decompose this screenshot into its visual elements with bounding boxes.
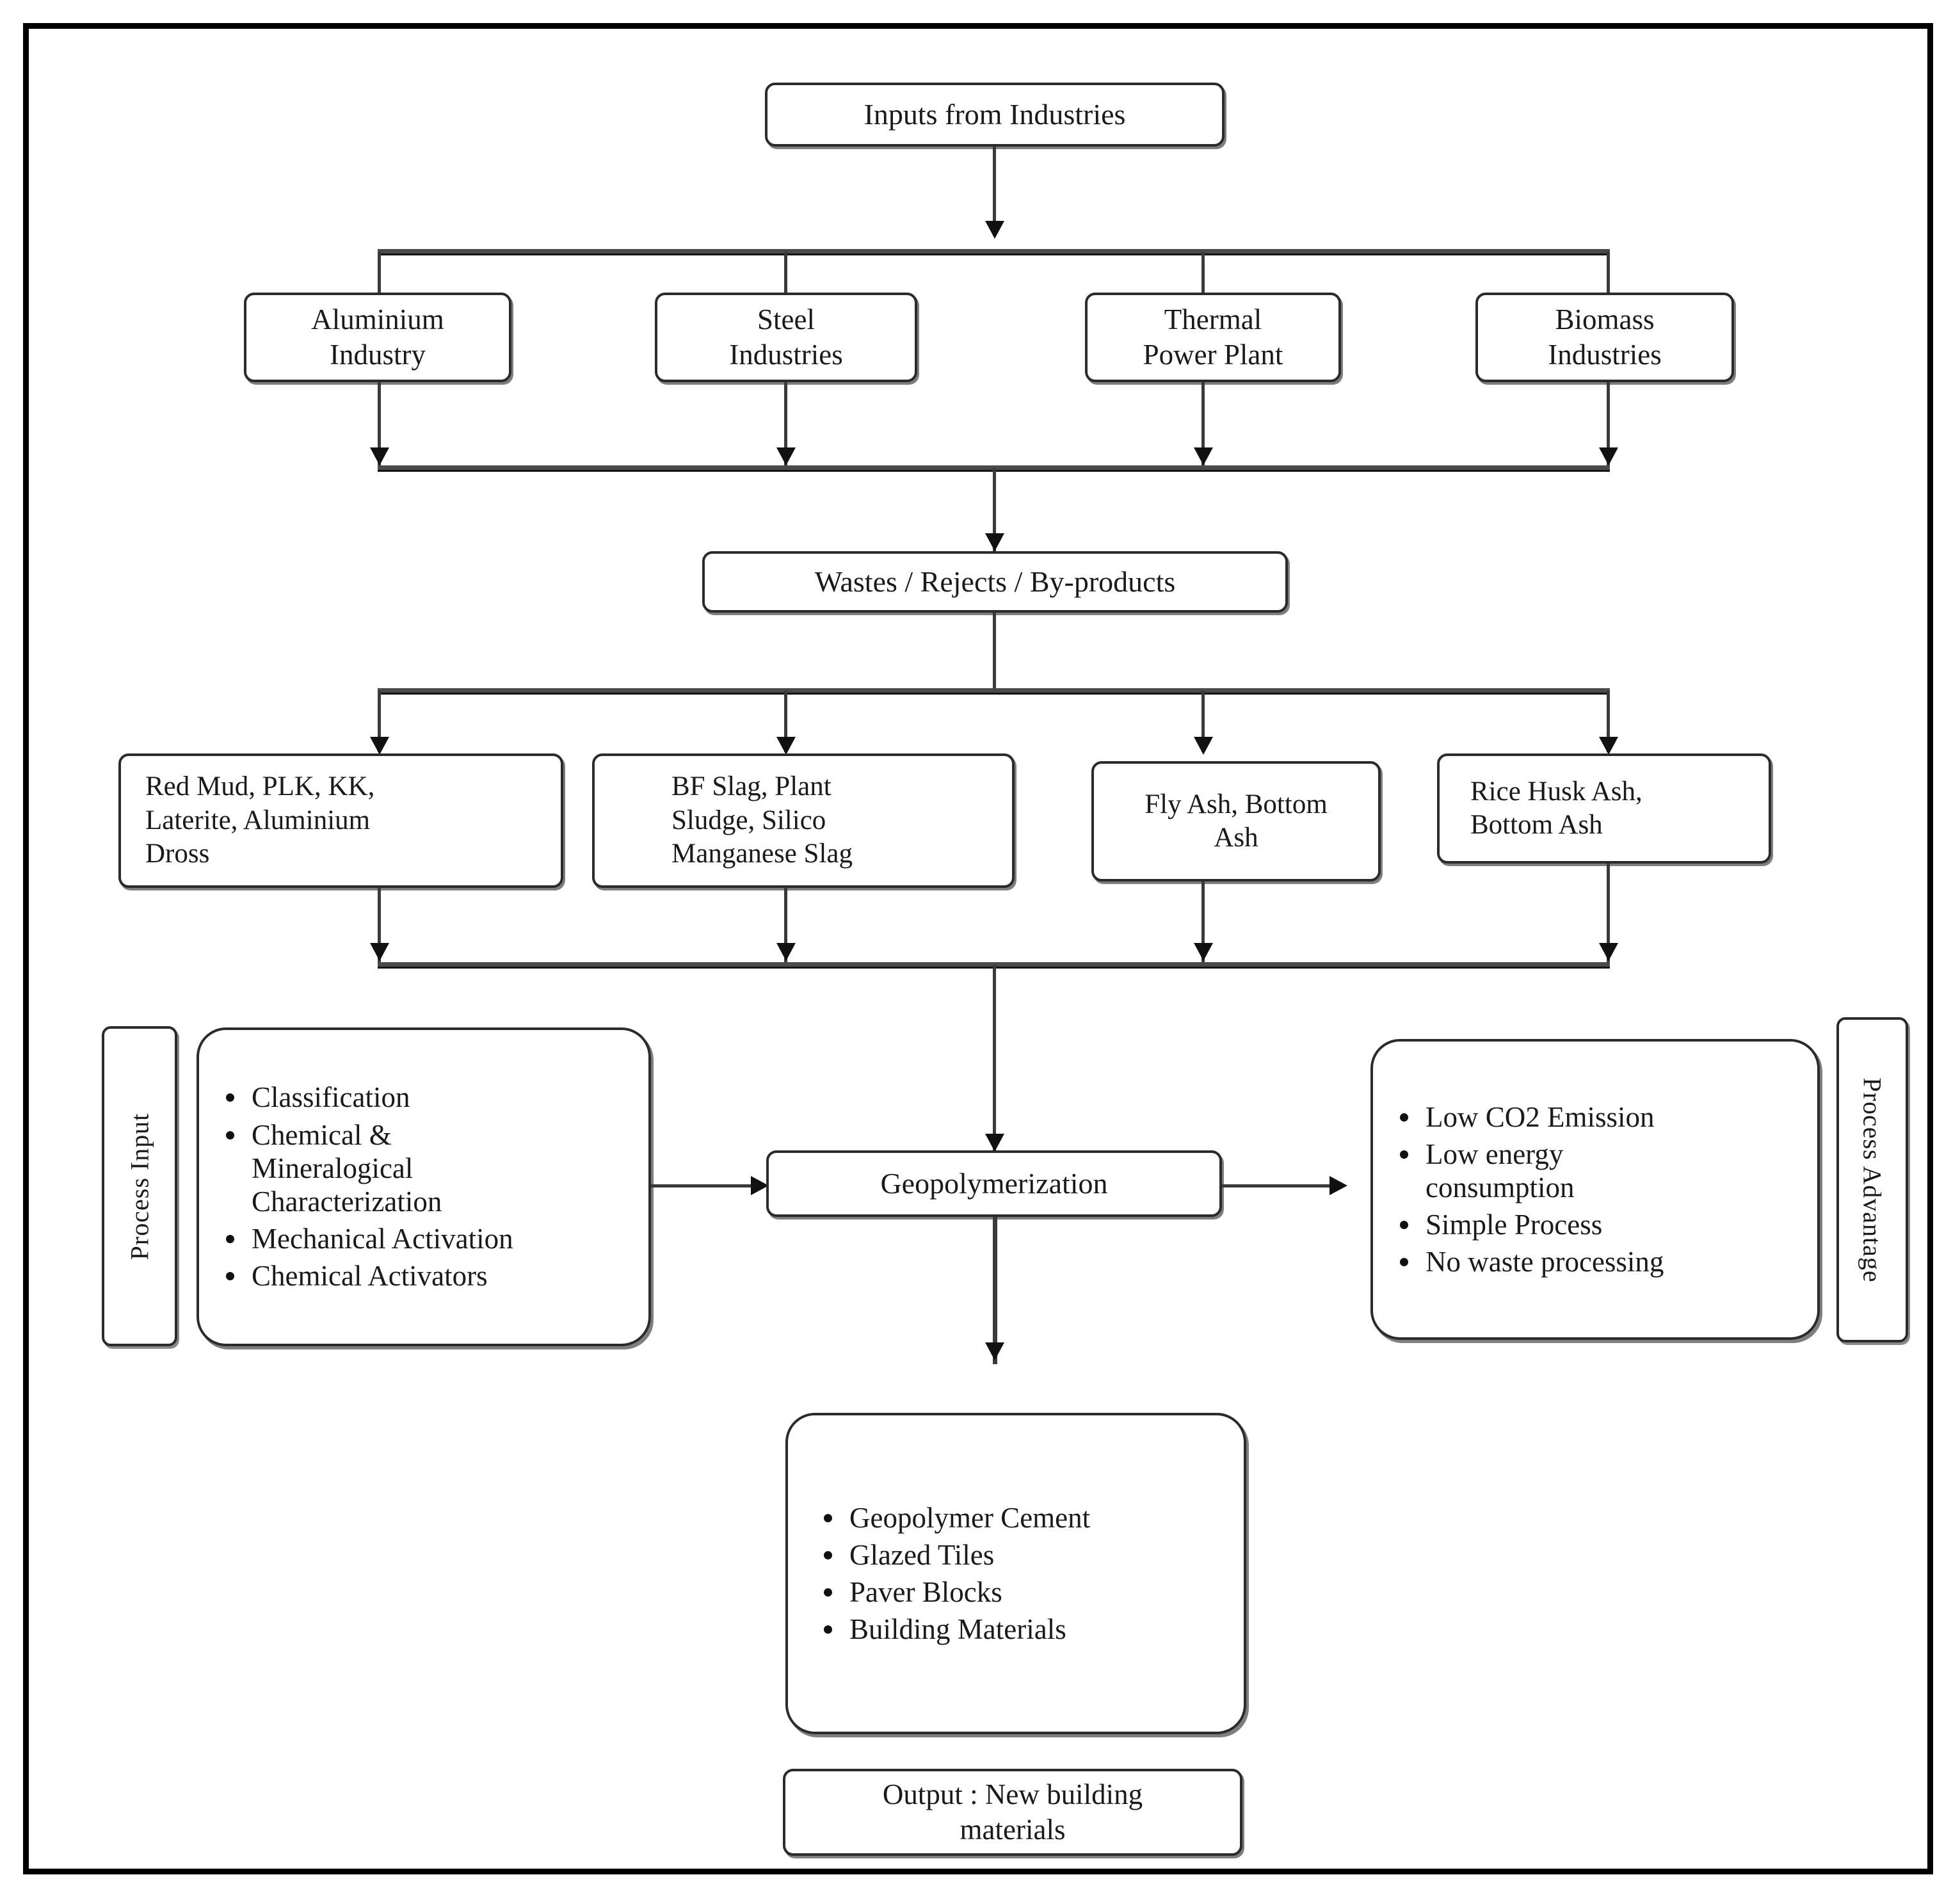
node-waste-rice-husk-ash[interactable]: Rice Husk Ash,Bottom Ash	[1437, 753, 1771, 864]
connector-inputs-to-bus	[993, 147, 996, 232]
products-item-glazed-tiles[interactable]: Glazed Tiles	[824, 1538, 1232, 1572]
connector-split-to-ricehuskash	[1607, 691, 1610, 752]
connector-split-to-bfslag	[784, 691, 787, 752]
connector-bus-to-aluminium	[378, 252, 381, 318]
side-label-process-advantage-text: Process Advantage	[1858, 1077, 1887, 1283]
products-item-geopolymer-cement[interactable]: Geopolymer Cement	[824, 1501, 1232, 1534]
process-input-item-mechanical-activation[interactable]: Mechanical Activation	[226, 1222, 637, 1255]
connector-bus-to-steel	[784, 252, 787, 318]
connector-bfslag-to-merge	[784, 888, 787, 962]
connector-merge-to-geopolymerization	[993, 965, 996, 1155]
bus-waste-collection	[378, 465, 1610, 470]
arrow-split-to-ricehuskash	[1599, 737, 1618, 755]
arrow-thermal-to-collect	[1194, 447, 1213, 465]
arrow-redmud-to-merge	[370, 943, 389, 961]
node-inputs-from-industries[interactable]: Inputs from Industries	[765, 83, 1225, 147]
connector-collect-to-wastes	[993, 468, 996, 552]
connector-bus-to-thermal	[1201, 252, 1205, 318]
arrow-split-to-flyash	[1194, 737, 1213, 755]
arrow-steel-to-collect	[776, 447, 796, 465]
process-input-item-chemical-activators[interactable]: Chemical Activators	[226, 1259, 637, 1292]
bus-waste-split	[378, 688, 1610, 693]
bus-industry-distribution	[378, 249, 1610, 254]
connector-redmud-to-merge	[378, 888, 381, 962]
side-label-process-input-text: Process Input	[125, 1113, 154, 1260]
arrow-split-to-bfslag	[776, 737, 796, 755]
connector-geopolymerization-to-products	[993, 1217, 997, 1364]
node-products[interactable]: Geopolymer Cement Glazed Tiles Paver Blo…	[785, 1413, 1246, 1734]
products-item-building-materials[interactable]: Building Materials	[824, 1613, 1232, 1646]
arrow-geopolymerization-to-advantage	[1329, 1176, 1347, 1195]
connector-bus-to-biomass	[1607, 252, 1610, 318]
connector-geopolymerization-to-advantage	[1222, 1184, 1338, 1188]
node-wastes-rejects-byproducts[interactable]: Wastes / Rejects / By-products	[702, 551, 1288, 613]
connector-biomass-to-collect	[1607, 382, 1610, 465]
arrow-bfslag-to-merge	[776, 943, 796, 961]
connector-wastes-to-split-bus	[993, 613, 996, 691]
arrow-merge-to-geopolymerization	[985, 1134, 1004, 1152]
node-waste-rice-husk-ash-label: Rice Husk Ash,Bottom Ash	[1470, 776, 1643, 840]
products-item-paver-blocks[interactable]: Paver Blocks	[824, 1575, 1232, 1609]
arrow-aluminium-to-collect	[370, 447, 389, 465]
connector-steel-to-collect	[784, 382, 787, 465]
node-inputs-from-industries-label: Inputs from Industries	[864, 97, 1126, 131]
arrow-biomass-to-collect	[1599, 447, 1618, 465]
process-advantage-item-low-co2-emission[interactable]: Low CO2 Emission	[1400, 1100, 1806, 1134]
products-list: Geopolymer Cement Glazed Tiles Paver Blo…	[799, 1501, 1232, 1646]
connector-thermal-to-collect	[1201, 382, 1205, 465]
arrow-ricehuskash-to-merge	[1599, 943, 1618, 961]
bus-waste-merge	[378, 962, 1610, 967]
side-label-process-advantage: Process Advantage	[1836, 1017, 1908, 1342]
process-advantage-item-simple-process[interactable]: Simple Process	[1400, 1208, 1806, 1241]
arrow-collect-to-wastes	[985, 533, 1004, 551]
arrow-flyash-to-merge	[1194, 943, 1213, 961]
arrow-geopolymerization-to-products	[985, 1342, 1004, 1360]
connector-flyash-to-merge	[1201, 882, 1205, 962]
connector-split-to-redmud	[378, 691, 381, 752]
connector-aluminium-to-collect	[378, 382, 381, 465]
connector-split-to-flyash	[1201, 691, 1205, 752]
process-input-item-classification[interactable]: Classification	[226, 1081, 637, 1114]
connector-ricehuskash-to-merge	[1607, 864, 1610, 962]
process-advantage-item-no-waste-processing[interactable]: No waste processing	[1400, 1245, 1806, 1278]
connector-input-to-geopolymerization	[651, 1184, 759, 1188]
node-geopolymerization[interactable]: Geopolymerization	[766, 1150, 1222, 1217]
node-geopolymerization-label: Geopolymerization	[880, 1166, 1108, 1200]
node-wastes-rejects-byproducts-label: Wastes / Rejects / By-products	[814, 565, 1176, 598]
side-label-process-input: Process Input	[102, 1026, 177, 1346]
arrow-split-to-redmud	[370, 737, 389, 755]
arrow-inputs-to-bus	[985, 221, 1004, 239]
arrow-input-to-geopolymerization	[751, 1176, 769, 1195]
